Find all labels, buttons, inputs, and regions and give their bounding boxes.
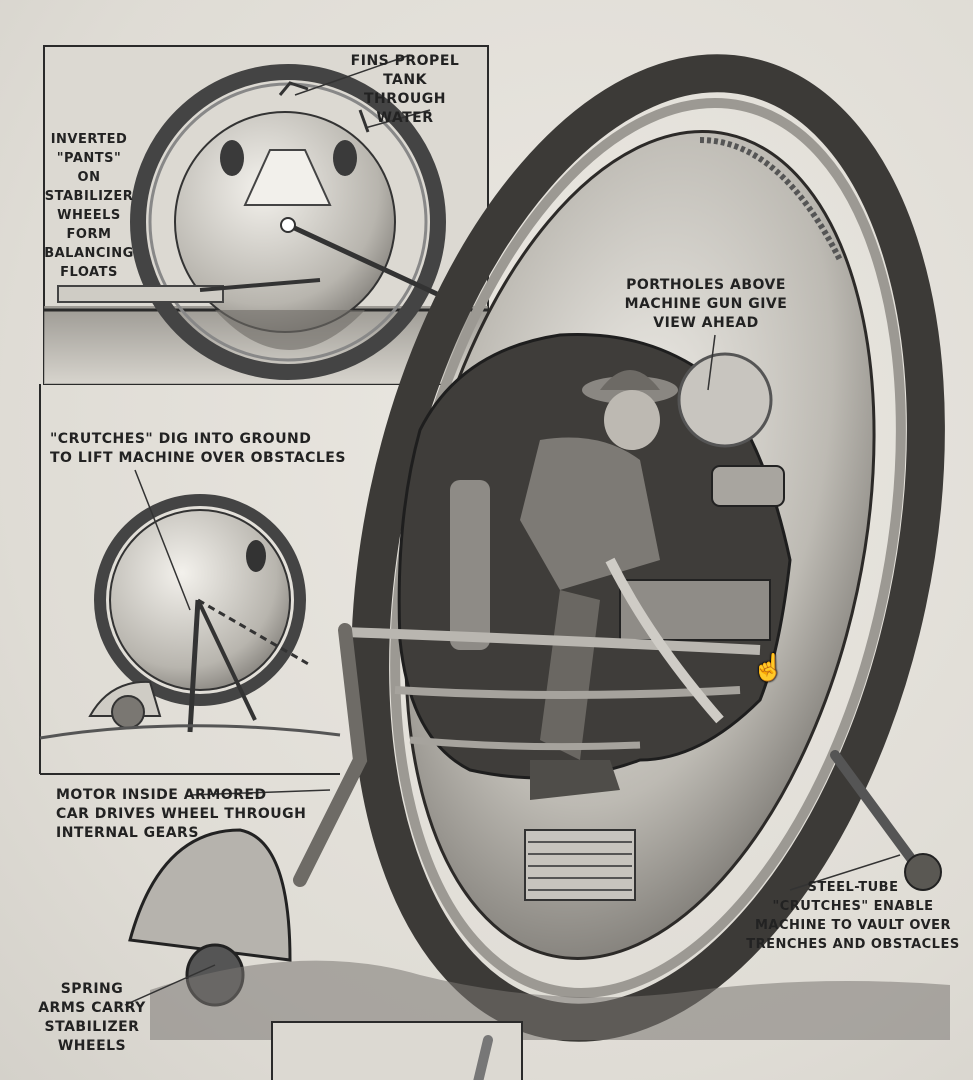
label-crutches-dig: "CRUTCHES" DIG INTO GROUND TO LIFT MACHI…: [50, 431, 346, 466]
hand-pointer-icon: ☝: [752, 652, 785, 682]
amphibious-inset: [43, 45, 489, 385]
steel-crutch: [830, 750, 942, 891]
stabilizer-wheel: [128, 623, 368, 1007]
label-fins-propel: FINS PROPEL TANK THROUGH WATER: [350, 53, 460, 126]
label-portholes: PORTHOLES ABOVE MACHINE GUN GIVE VIEW AH…: [624, 277, 788, 331]
crutch-inset: [39, 469, 341, 740]
label-inverted-pants: INVERTED "PANTS" ON STABILIZER WHEELS FO…: [44, 132, 134, 280]
label-motor: MOTOR INSIDE ARMORED CAR DRIVES WHEEL TH…: [56, 787, 307, 841]
main-monowheel: [344, 54, 945, 1042]
label-steel-tube: STEEL-TUBE "CRUTCHES" ENABLE MACHINE TO …: [746, 880, 960, 952]
label-spring-arms: SPRING ARMS CARRY STABILIZER WHEELS: [38, 981, 146, 1054]
